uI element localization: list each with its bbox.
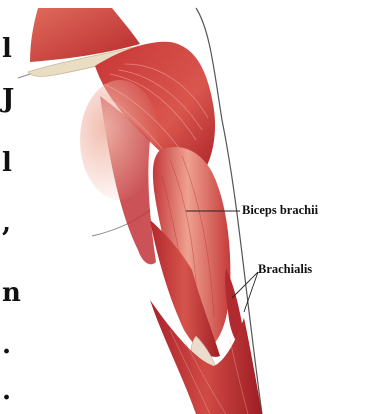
brachialis-label: Brachialis bbox=[258, 262, 312, 277]
biceps-brachii-label: Biceps brachii bbox=[242, 203, 318, 218]
